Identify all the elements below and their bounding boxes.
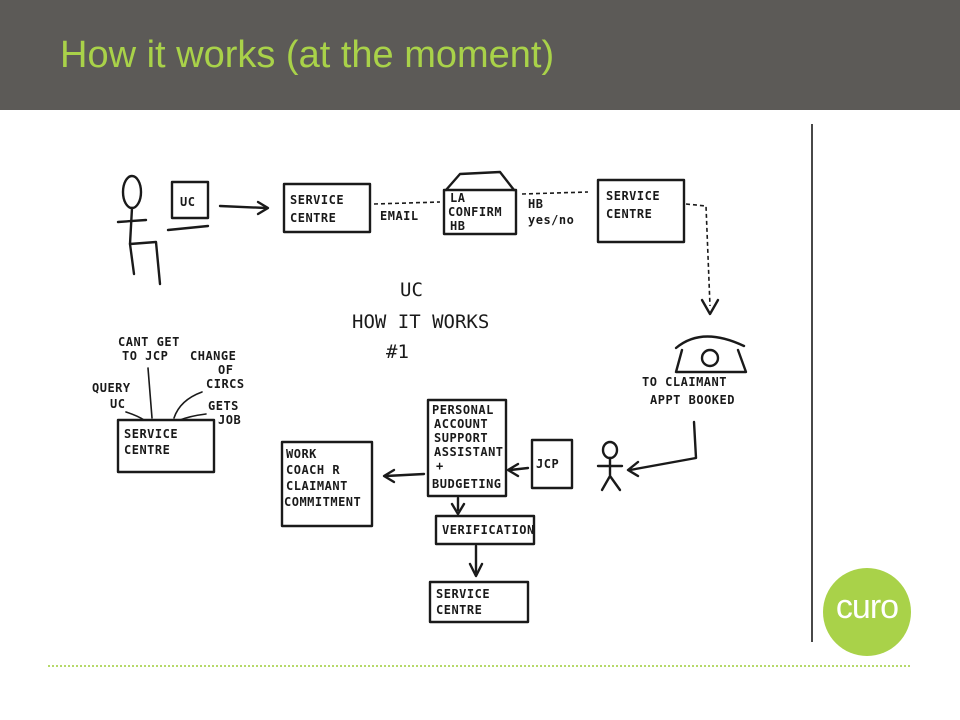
service-centre-3-line1: SERVICE [436,587,490,601]
logo-text: curo [835,588,899,626]
pasa-line3: SUPPORT [434,431,488,445]
verification-label: VERIFICATION [442,523,535,537]
computer-label: UC [180,195,195,209]
la-line3: HB [450,219,465,233]
pasa-line1: PERSONAL [432,403,494,417]
branch-query-1: QUERY [92,381,131,395]
pasa-line4: ASSISTANT [434,445,504,459]
center-label-2: HOW IT WORKS [352,311,489,333]
claimant-figure-icon [116,174,162,286]
work-coach-line3: CLAIMANT [286,479,348,493]
branch-gets-job-1: GETS [208,399,239,413]
work-coach-line2: COACH R [286,463,340,477]
pasa-line5: + [436,459,444,473]
jcp-label: JCP [536,457,559,471]
service-centre-1-line2: CENTRE [290,211,336,225]
pasa-line6: BUDGETING [432,477,502,491]
branch-gets-job-2: JOB [218,413,241,427]
branch-change-3: CIRCS [206,377,245,391]
service-centre-4-line1: SERVICE [124,427,178,441]
footer-divider [48,665,910,667]
pasa-line2: ACCOUNT [434,417,488,431]
branch-query-2: UC [110,397,125,411]
branch-cant-get-2: TO JCP [122,349,168,363]
slide-title: How it works (at the moment) [60,34,555,76]
service-centre-1-line1: SERVICE [290,193,344,207]
work-coach-line1: WORK [286,447,317,461]
la-line1: LA [450,191,466,205]
hb-label: HB [528,197,543,211]
curo-logo: curo [823,568,911,656]
service-centre-2-line1: SERVICE [606,189,660,203]
center-label-3: #1 [386,341,409,363]
la-line2: CONFIRM [448,205,502,219]
phone-caption-2: APPT BOOKED [650,393,735,407]
center-label-1: UC [400,279,423,301]
phone-caption-1: TO CLAIMANT [642,375,727,389]
yes-no-label: yes/no [528,213,574,227]
service-centre-2-line2: CENTRE [606,207,652,221]
service-centre-3-line2: CENTRE [436,603,482,617]
branch-change-1: CHANGE [190,349,236,363]
work-coach-line4: COMMITMENT [284,495,361,509]
branch-change-2: OF [218,363,233,377]
hand-drawn-diagram: UC SERVICE CENTRE EMAIL LA CONFIRM HB HB… [82,124,814,642]
slide-header: How it works (at the moment) [0,0,960,110]
branch-cant-get-1: CANT GET [118,335,180,349]
telephone-icon [674,335,748,374]
person-icon [596,440,624,492]
service-centre-4-line2: CENTRE [124,443,170,457]
computer-icon: UC [166,180,210,232]
email-label: EMAIL [380,209,419,223]
